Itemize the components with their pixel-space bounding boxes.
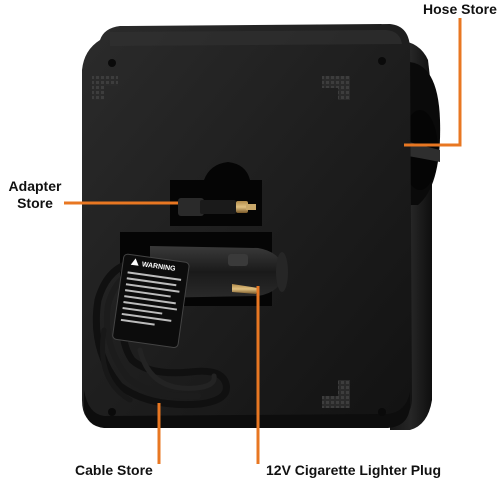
cable-store-label: Cable Store — [75, 462, 153, 478]
warning-tag-heading: WARNING — [141, 261, 176, 273]
cigarette-plug-label: 12V Cigarette Lighter Plug — [266, 462, 442, 478]
warning-triangle-icon — [130, 258, 139, 266]
adapter-store-recess — [170, 162, 262, 226]
hose-store-label: Hose Store — [423, 1, 497, 17]
callout-hose-store — [404, 18, 462, 147]
adapter-store-label: Adapter Store — [6, 178, 64, 212]
rubber-feet — [92, 76, 350, 408]
warning-tag: WARNING — [112, 253, 190, 349]
callout-lines — [64, 18, 462, 464]
adapter-store-label-line2: Store — [17, 195, 53, 211]
adapter-store-label-line1: Adapter — [8, 178, 62, 194]
